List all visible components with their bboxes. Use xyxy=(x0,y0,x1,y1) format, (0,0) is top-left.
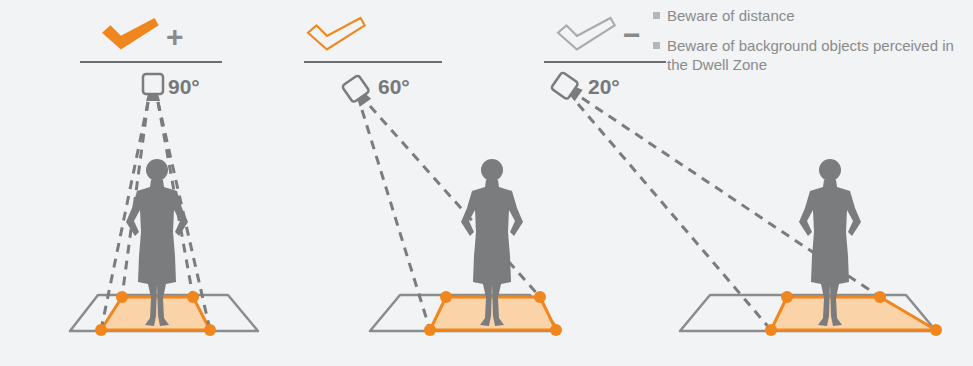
angle-value: 90° xyxy=(168,76,200,97)
angle-value: 20° xyxy=(588,76,620,97)
note-text: Beware of distance xyxy=(667,6,795,25)
note-text: Beware of background objects perceived i… xyxy=(667,36,957,74)
angle-value: 60° xyxy=(378,76,410,97)
plus-sign: + xyxy=(166,22,184,52)
minus-sign: − xyxy=(623,20,641,50)
